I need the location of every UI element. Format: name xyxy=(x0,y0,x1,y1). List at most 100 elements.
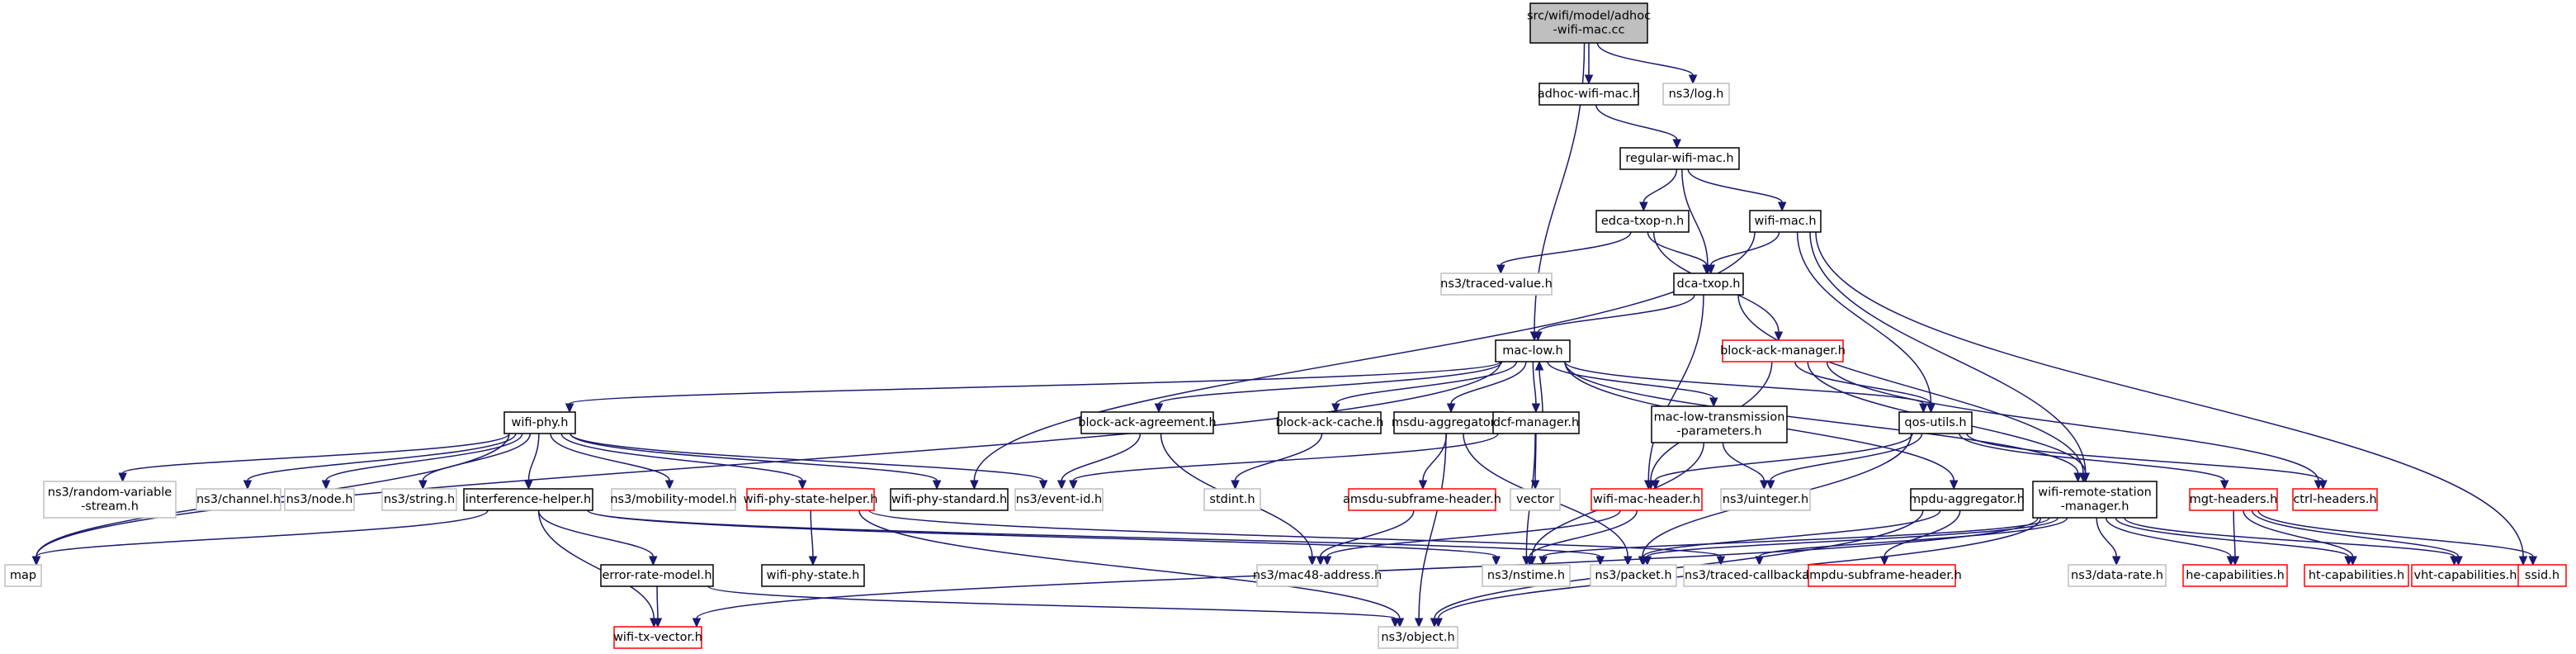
include-edge-macLow_h-to-bac_h xyxy=(1331,361,1518,414)
node-wifimac-h[interactable]: wifi-mac.h xyxy=(1749,210,1822,233)
node-vector: vector xyxy=(1510,488,1561,511)
node-vhtcap-h[interactable]: vht-capabilities.h xyxy=(2411,564,2520,587)
node-label: block-ack-manager.h xyxy=(1720,344,1846,358)
node-ssid-h[interactable]: ssid.h xyxy=(2517,564,2567,587)
node-wtv-h[interactable]: wifi-tx-vector.h xyxy=(613,626,702,649)
edge-line xyxy=(2105,517,2232,557)
arrowhead-icon xyxy=(1525,556,1534,566)
node-label: stdint.h xyxy=(1209,493,1255,506)
node-wifiphy-h[interactable]: wifi-phy.h xyxy=(503,411,576,434)
node-label: ns3/log.h xyxy=(1669,88,1724,101)
node-box xyxy=(463,488,593,511)
arrowhead-icon xyxy=(1418,480,1428,490)
node-label: he-capabilities.h xyxy=(2186,569,2285,582)
arrowhead-icon xyxy=(2518,556,2528,566)
node-mgt-h[interactable]: mgt-headers.h xyxy=(2189,488,2278,511)
arrowhead-icon xyxy=(653,618,663,628)
arrowhead-icon xyxy=(649,556,658,566)
include-edge-regular_h-to-edca_h xyxy=(1639,168,1678,212)
arrowhead-icon xyxy=(1531,403,1541,414)
include-edge-qos_h-to-wmh_h xyxy=(1651,433,1913,490)
node-tcb: ns3/traced-callback.h xyxy=(1683,564,1815,587)
node-label: msdu-aggregator.h xyxy=(1392,416,1505,429)
node-qos-h[interactable]: qos-utils.h xyxy=(1898,411,1973,434)
node-wpstate-h[interactable]: wifi-phy-state.h xyxy=(761,564,865,587)
node-box xyxy=(1808,564,1956,587)
node-adhoc-h[interactable]: adhoc-wifi-mac.h xyxy=(1538,83,1640,106)
node-wpsh-h[interactable]: wifi-phy-state-helper.h xyxy=(744,488,878,511)
node-dcfm-h[interactable]: dcf-manager.h xyxy=(1492,411,1580,434)
node-label: ns3/nstime.h xyxy=(1487,569,1565,582)
node-edca-h[interactable]: edca-txop-n.h xyxy=(1595,210,1690,233)
node-ih-h[interactable]: interference-helper.h xyxy=(463,488,593,511)
arrowhead-icon xyxy=(797,480,807,490)
node-bac-h[interactable]: block-ack-cache.h xyxy=(1276,411,1384,434)
edge-line xyxy=(1966,433,2324,481)
node-asfh-h[interactable]: amsdu-subframe-header.h xyxy=(1343,488,1501,511)
node-map: map xyxy=(4,564,42,587)
node-wps-h[interactable]: wifi-phy-standard.h xyxy=(890,488,1009,511)
arrowhead-icon xyxy=(1949,480,1959,490)
include-edge-dcfm_h-to-eventid xyxy=(1069,433,1499,490)
node-box xyxy=(2292,488,2378,511)
arrowhead-icon xyxy=(692,618,702,628)
include-edge-wifiphy_h-to-channel xyxy=(243,433,517,490)
node-node: ns3/node.h xyxy=(284,488,355,511)
edge-line xyxy=(1809,231,2087,474)
arrowhead-icon xyxy=(1639,201,1648,212)
node-macLow-h[interactable]: mac-low.h xyxy=(1495,339,1571,363)
node-wmh-h[interactable]: wifi-mac-header.h xyxy=(1591,488,1703,511)
node-mpdu-h[interactable]: mpdu-aggregator.h xyxy=(1909,488,2025,511)
node-log-h: ns3/log.h xyxy=(1662,83,1730,106)
node-baa-h[interactable]: block-ack-agreement.h xyxy=(1078,411,1217,434)
node-string: ns3/string.h xyxy=(381,488,457,511)
edge-line xyxy=(1450,361,1527,405)
node-bam-h[interactable]: block-ack-manager.h xyxy=(1720,339,1846,363)
edge-line xyxy=(973,231,1756,481)
include-edge-wifiphy_h-to-randvar xyxy=(118,433,510,483)
include-edge-bac_h-to-stdint xyxy=(1231,433,1323,490)
arrowhead-icon xyxy=(1307,556,1317,566)
node-label: ns3/node.h xyxy=(286,493,353,506)
node-htcap-h[interactable]: ht-capabilities.h xyxy=(2304,564,2409,587)
node-stdint: stdint.h xyxy=(1203,488,1261,511)
edge-line xyxy=(1158,361,1503,405)
node-channel: ns3/channel.h xyxy=(196,488,281,511)
node-dca-h[interactable]: dca-txop.h xyxy=(1673,272,1744,296)
node-ctrl-h[interactable]: ctrl-headers.h xyxy=(2292,488,2378,511)
node-regular-h[interactable]: regular-wifi-mac.h xyxy=(1619,147,1740,170)
include-edge-regular_h-to-wifimac_h xyxy=(1687,168,1787,212)
include-edge-baa_h-to-eventid xyxy=(1056,433,1141,490)
node-label: edca-txop-n.h xyxy=(1601,215,1684,228)
arrowhead-icon xyxy=(2318,480,2328,490)
include-edge-wifiphy_h-to-string xyxy=(418,433,532,490)
edge-line xyxy=(550,433,670,481)
node-hecap-h[interactable]: he-capabilities.h xyxy=(2182,564,2288,587)
node-root[interactable]: src/wifi/model/adhoc-wifi-mac.cc xyxy=(1527,2,1651,44)
node-packet: ns3/packet.h xyxy=(1590,564,1677,587)
arrowhead-icon xyxy=(1879,556,1889,566)
include-edge-wifiphy_h-to-wpsh_h xyxy=(560,433,807,490)
arrowhead-icon xyxy=(1038,480,1048,490)
node-label: -parameters.h xyxy=(1676,425,1761,438)
node-msdu-h[interactable]: msdu-aggregator.h xyxy=(1392,411,1505,434)
node-label: interference-helper.h xyxy=(466,493,591,506)
arrowhead-icon xyxy=(1434,618,1443,628)
node-box xyxy=(43,481,177,519)
arrowhead-icon xyxy=(1716,556,1726,566)
edge-line xyxy=(1564,361,1925,405)
node-label: ns3/traced-value.h xyxy=(1440,277,1553,291)
node-apsfh-h[interactable]: ampdu-subframe-header.h xyxy=(1802,564,1962,587)
edges-layer xyxy=(31,42,2538,628)
edge-line xyxy=(1654,433,1913,481)
edge-line xyxy=(422,433,532,481)
node-mltp-h[interactable]: mac-low-transmission-parameters.h xyxy=(1651,405,1788,443)
arrowhead-icon xyxy=(1774,331,1784,342)
include-edge-erm_h-to-wtv_h xyxy=(653,585,663,628)
edge-line xyxy=(35,509,489,557)
node-label: block-ack-cache.h xyxy=(1276,416,1384,429)
edge-line xyxy=(1796,231,1932,405)
node-label: wifi-phy.h xyxy=(512,416,569,429)
node-erm-h[interactable]: error-rate-model.h xyxy=(600,564,714,587)
node-wrsm-h[interactable]: wifi-remote-station-manager.h xyxy=(2032,481,2158,519)
